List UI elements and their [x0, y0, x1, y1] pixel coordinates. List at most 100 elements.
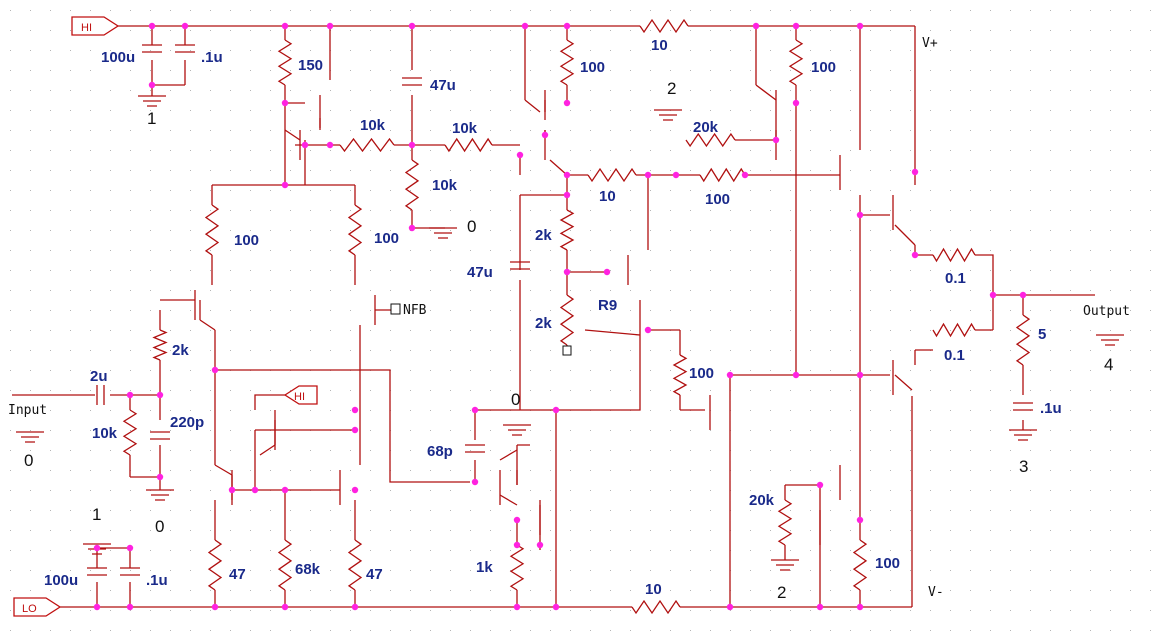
res-100-bottom: 100	[875, 555, 900, 572]
res-20k-bottom-symbol	[777, 499, 793, 546]
res-68k: 68k	[295, 561, 321, 578]
node-4: 4	[1104, 355, 1113, 374]
junction-dot	[816, 481, 824, 489]
gnd-0-top	[429, 227, 457, 239]
res-10k-input-symbol	[122, 409, 138, 456]
cap-01u-bottom: .1u	[146, 572, 168, 589]
output-label: Output	[1083, 304, 1130, 319]
junction-dot	[536, 541, 544, 549]
junction-dot	[211, 366, 219, 374]
res-100-left-b: 100	[374, 230, 399, 247]
res-1k: 1k	[476, 559, 493, 576]
res-20k-bottom: 20k	[749, 492, 775, 509]
junction-dot	[563, 191, 571, 199]
res-10k-b-symbol	[444, 137, 493, 153]
junction-dots	[93, 22, 1027, 611]
node-1-bottom: 1	[92, 505, 101, 524]
junction-dot	[644, 326, 652, 334]
res-10-bottom: 10	[645, 581, 662, 598]
vplus-label: V+	[922, 36, 938, 51]
junction-dot	[726, 603, 734, 611]
junction-dot	[228, 486, 236, 494]
junction-dot	[856, 516, 864, 524]
junction-dot	[148, 22, 156, 30]
junction-dot	[408, 22, 416, 30]
node-1-top: 1	[147, 109, 156, 128]
junction-dot	[792, 99, 800, 107]
res-10k-c: 10k	[432, 177, 458, 194]
junction-dot	[281, 486, 289, 494]
res-68k-symbol	[277, 539, 293, 591]
junction-dot	[516, 151, 524, 159]
node-3: 3	[1019, 457, 1028, 476]
junction-dot	[1019, 291, 1027, 299]
junction-dot	[351, 406, 359, 414]
junction-dot	[552, 603, 560, 611]
cap-68p: 68p	[427, 443, 453, 460]
junction-dot	[351, 603, 359, 611]
junction-dot	[281, 603, 289, 611]
resistors	[122, 18, 1031, 615]
gnd-1-top	[138, 95, 166, 107]
junction-dot	[408, 224, 416, 232]
res-100-top1: 100	[580, 59, 605, 76]
capacitors	[87, 44, 1033, 576]
junction-dot	[281, 181, 289, 189]
res-100-bottom-symbol	[852, 539, 868, 591]
hi-rail-label: HI	[81, 22, 92, 34]
res-2k-a-symbol	[559, 209, 575, 251]
junction-dot	[126, 603, 134, 611]
nfb-label: NFB	[403, 303, 427, 318]
res-150: 150	[298, 57, 323, 74]
junction-dot	[563, 22, 571, 30]
junction-dot	[93, 603, 101, 611]
wires	[12, 25, 1095, 610]
node-0-mid: 0	[511, 390, 520, 409]
res-100-left-a: 100	[234, 232, 259, 249]
cap-2u: 2u	[90, 368, 108, 385]
cap-100u-bottom: 100u	[44, 572, 78, 589]
res-10k-c-symbol	[404, 159, 420, 211]
res-47-a: 47	[229, 566, 246, 583]
junction-dot	[126, 544, 134, 552]
res-100-left-a-symbol	[204, 204, 220, 256]
res-2k-input-symbol	[152, 329, 168, 361]
lo-rail-tag: LO	[13, 597, 62, 617]
junction-dot	[326, 141, 334, 149]
junction-dot	[148, 81, 156, 89]
r9-wiper-box	[562, 345, 572, 356]
cap-01u-top: .1u	[201, 49, 223, 66]
res-2k-a: 2k	[535, 227, 552, 244]
res-10k-b: 10k	[452, 120, 478, 137]
junction-dot	[856, 22, 864, 30]
gnd-4	[1096, 334, 1124, 346]
junction-dot	[281, 22, 289, 30]
junction-dot	[752, 22, 760, 30]
junction-dot	[513, 603, 521, 611]
junction-dot	[251, 486, 259, 494]
res-10k-a-symbol	[339, 137, 395, 153]
gnd-2-top	[654, 109, 682, 121]
node-2-top: 2	[667, 79, 676, 98]
junction-dot	[741, 171, 749, 179]
junction-dot	[521, 22, 529, 30]
lo-rail-label: LO	[22, 603, 37, 615]
res-1k-symbol	[509, 544, 525, 591]
res-10k-input: 10k	[92, 425, 118, 442]
junction-dot	[772, 136, 780, 144]
junction-dot	[541, 131, 549, 139]
junction-dot	[911, 251, 919, 259]
junction-dot	[856, 603, 864, 611]
res-150-symbol	[277, 39, 293, 86]
cap-01u-output: .1u	[1040, 400, 1062, 417]
junction-dot	[856, 211, 864, 219]
junction-dot	[211, 603, 219, 611]
labels: V+ V- NFB Input Output 1 0 2 0 0 0 1 2 3…	[8, 36, 1130, 602]
grid-dots	[10, 10, 1151, 631]
junction-dot	[126, 391, 134, 399]
junction-dot	[672, 171, 680, 179]
node-0-top: 0	[467, 217, 476, 236]
cap-47u-top: 47u	[430, 77, 456, 94]
res-10-mid: 10	[599, 188, 616, 205]
junction-dot	[792, 22, 800, 30]
